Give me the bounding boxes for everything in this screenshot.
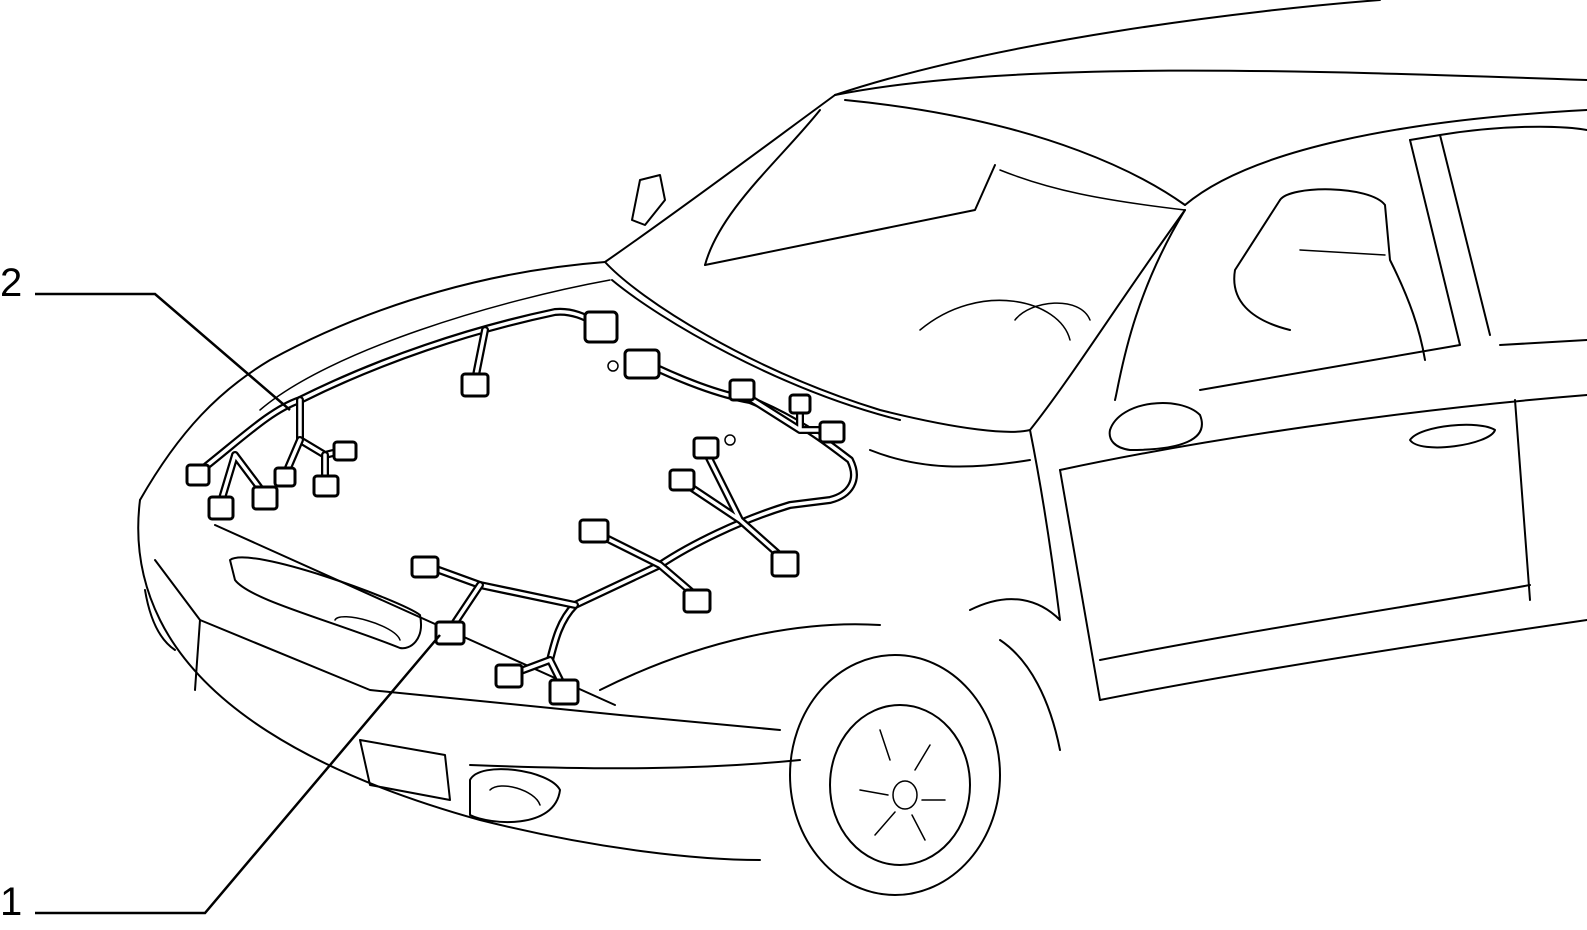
callout-1-label: 1 (0, 880, 22, 924)
callout-2-label: 2 (0, 261, 22, 305)
harness-1 (410, 348, 858, 706)
harness-2 (185, 307, 619, 521)
callout-2-leader (35, 292, 291, 411)
callout-2: 2 (0, 261, 291, 411)
callout-1-leader (35, 634, 441, 915)
callout-1: 1 (0, 634, 441, 924)
car-body (137, 0, 1587, 896)
